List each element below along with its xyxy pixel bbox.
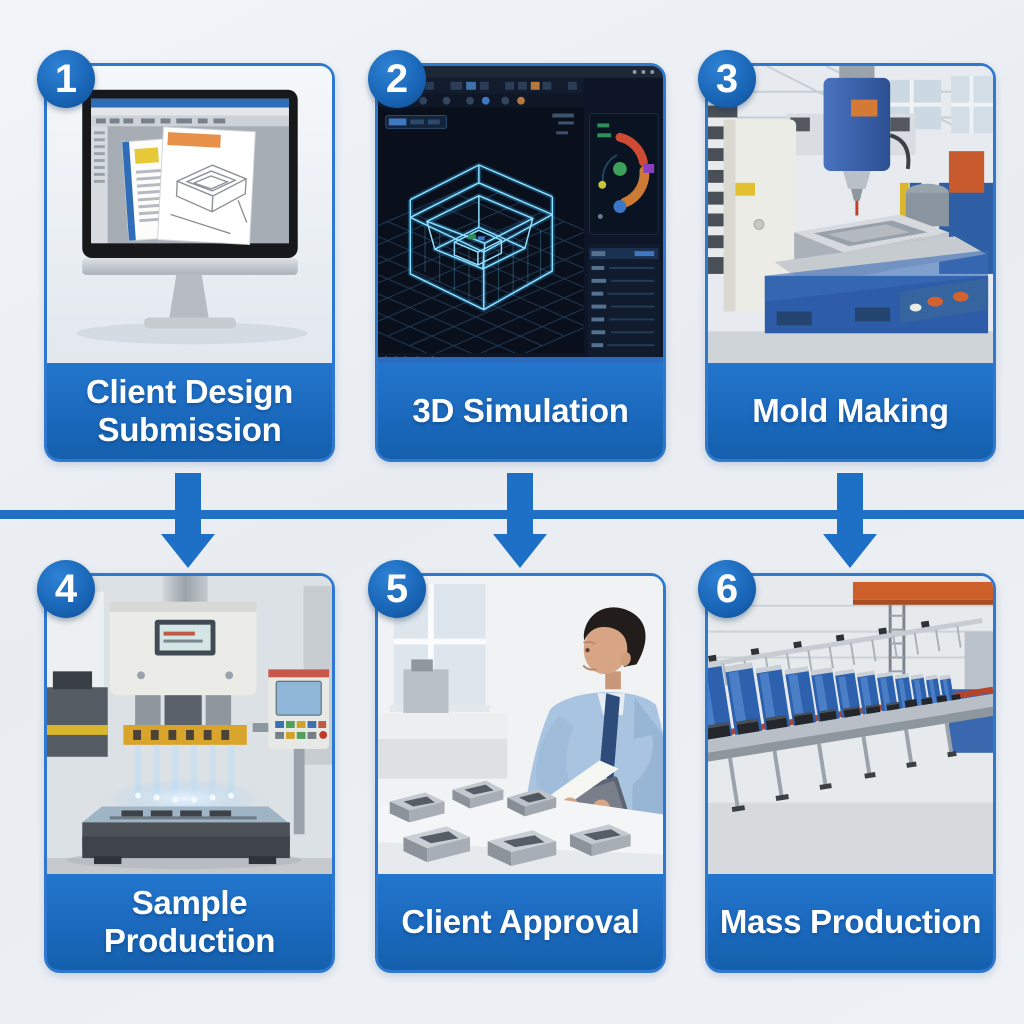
mass-production-photo [708,576,993,874]
sample-parts [389,780,631,867]
cnc-machine [723,66,989,334]
step-label: Client Approval [378,874,663,970]
step-number-badge: 6 [698,560,756,618]
control-cabinet [252,669,330,835]
press-machine-illustration [47,576,332,874]
document-front [157,126,256,245]
step-number-badge: 4 [37,560,95,618]
step-label: 3D Simulation [378,363,663,459]
production-line-illustration [708,576,993,874]
step-card-sample-production: 4 [37,560,335,973]
step-number-badge: 3 [698,50,756,108]
step-label: Mass Production [708,874,993,970]
down-arrow-1 [161,473,215,568]
cad-software-illustration [378,66,663,363]
step-label: Sample Production [47,874,332,970]
client-design-submission-photo [47,66,332,363]
down-arrow-3 [823,473,877,568]
step-card-mass-production: 6 [698,560,996,973]
color-wheel-gadget [597,123,655,219]
desktop-monitor-illustration [47,66,332,363]
mold-sketch [170,164,248,235]
cnc-machine-illustration [708,66,993,363]
step-number-badge: 2 [368,50,426,108]
step-label: Client Design Submission [47,363,332,459]
press-machine [82,576,290,865]
client-approval-photo [378,576,663,874]
down-arrow-2 [493,473,547,568]
monitor [82,89,298,275]
step-number-badge: 1 [37,50,95,108]
conveyor-line [708,618,993,813]
step-card-mold-making: 3 [698,50,996,462]
wireframe-mold [407,162,555,313]
sample-production-photo [47,576,332,874]
step-card-client-design-submission: 1 [37,50,335,462]
blue-stations [708,660,954,741]
step-card-3d-simulation: 2 [368,50,666,462]
step-number-badge: 5 [368,560,426,618]
inspection-scene-illustration [378,576,663,874]
step-label: Mold Making [708,363,993,459]
counter-machine [378,659,508,779]
step-card-client-approval: 5 [368,560,666,973]
mold-making-photo [708,66,993,363]
simulation-photo [378,66,663,363]
